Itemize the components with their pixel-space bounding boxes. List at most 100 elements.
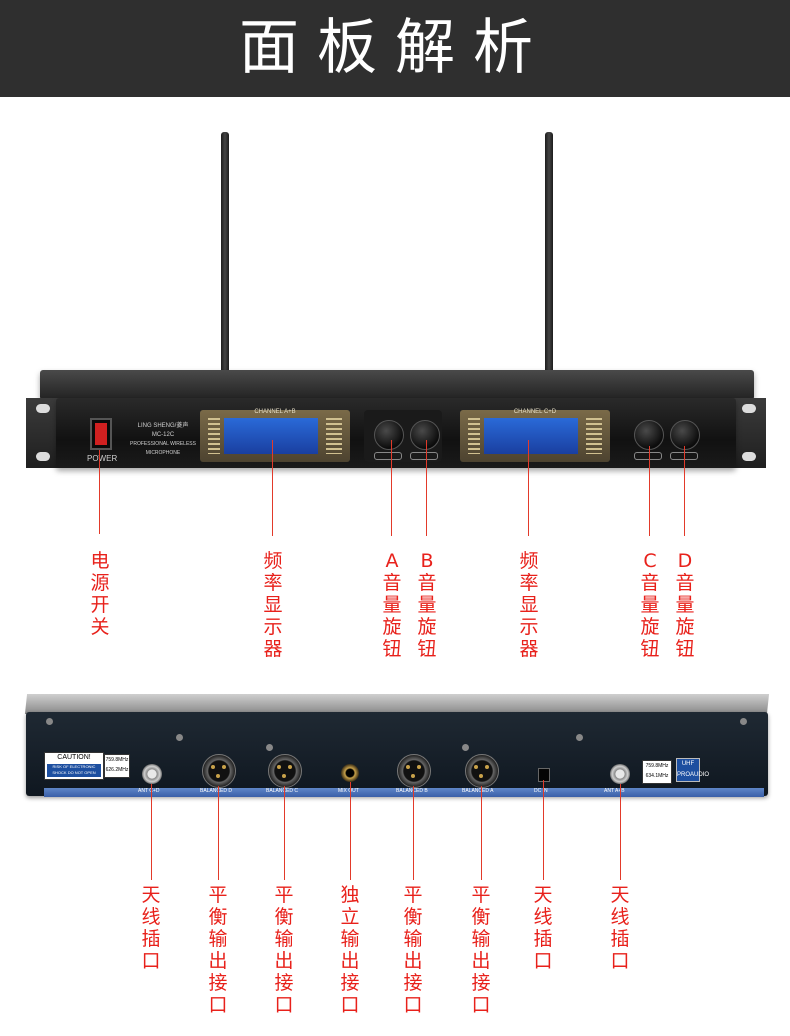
screw — [176, 734, 183, 741]
callout-balanced-a: 平衡输出接口 — [471, 884, 491, 1016]
port-label-bal-c: BALANCED C — [266, 788, 298, 794]
port-label-dc-in: DC IN — [534, 788, 548, 794]
display-cd: CHANNEL C+D — [460, 409, 610, 462]
xlr-pin — [211, 765, 215, 769]
callout-line — [481, 786, 482, 880]
rack-ear-left — [26, 398, 60, 468]
callout-line — [543, 780, 544, 880]
ear-hole — [742, 404, 756, 413]
knob-d — [670, 420, 700, 450]
callout-dc-in: 天线插口 — [533, 884, 553, 972]
callout-line — [272, 440, 273, 536]
callout-knob-b: B音量旋钮 — [417, 550, 437, 660]
xlr-balanced-d — [202, 754, 236, 788]
callout-balanced-b: 平衡输出接口 — [403, 884, 423, 1016]
callout-mix-out: 独立输出接口 — [340, 884, 360, 1016]
antenna-left — [221, 132, 229, 378]
volume-c-label — [634, 452, 662, 460]
power-switch — [90, 418, 112, 450]
callout-line — [620, 784, 621, 880]
level-meter — [468, 418, 480, 454]
level-meter — [586, 418, 602, 454]
ear-hole — [36, 452, 50, 461]
callout-line — [218, 786, 219, 880]
callout-display-ab: 频率显示器 — [263, 550, 283, 660]
knob-b — [410, 420, 440, 450]
ant-ab-connector — [610, 764, 630, 784]
freq-right-1: 759.8MHz — [645, 763, 669, 769]
xlr-pin — [474, 765, 478, 769]
brand-block: LING SHENG/菱声 MC-12C PROFESSIONAL WIRELE… — [128, 422, 198, 458]
callout-line — [99, 450, 100, 534]
display-ab-screen — [224, 418, 318, 454]
xlr-balanced-c — [268, 754, 302, 788]
brand-subtitle: PROFESSIONAL WIRELESS MICROPHONE — [130, 441, 196, 456]
callout-line — [391, 440, 392, 536]
ear-hole — [742, 452, 756, 461]
freq-label-right: 759.8MHz 634.1MHz — [642, 760, 672, 784]
xlr-balanced-b — [397, 754, 431, 788]
xlr-pin — [288, 765, 292, 769]
port-label-mix-out: MIX OUT — [338, 788, 359, 794]
callout-ant-cd: 天线插口 — [141, 884, 161, 972]
callout-line — [426, 440, 427, 536]
port-label-bal-d: BALANCED D — [200, 788, 232, 794]
callout-knob-c: C音量旋钮 — [640, 550, 660, 660]
caution-title: CAUTION! — [57, 754, 91, 761]
callout-line — [284, 786, 285, 880]
xlr-pin — [406, 765, 410, 769]
callout-line — [684, 446, 685, 536]
screw — [740, 718, 747, 725]
callout-knob-a: A音量旋钮 — [382, 550, 402, 660]
screw — [46, 718, 53, 725]
callout-display-cd: 频率显示器 — [519, 550, 539, 660]
xlr-pin — [216, 774, 220, 778]
ear-hole — [36, 404, 50, 413]
caution-text: RISK OF ELECTRONIC SHOCK DO NOT OPEN — [47, 764, 101, 777]
antenna-right — [545, 132, 553, 378]
freq-left-2: 626.2MHz — [105, 767, 129, 773]
uhf-badge: UHF PROAUDIO — [676, 758, 709, 782]
level-meter — [208, 418, 220, 454]
brand-name: LING SHENG/菱声 — [137, 423, 189, 429]
model-name: MC-12C — [151, 432, 175, 438]
mix-out-jack — [341, 764, 359, 782]
callout-line — [413, 786, 414, 880]
display-cd-label: CHANNEL C+D — [513, 409, 557, 415]
callout-line — [649, 446, 650, 536]
xlr-balanced-a — [465, 754, 499, 788]
caution-label: CAUTION! RISK OF ELECTRONIC SHOCK DO NOT… — [44, 752, 104, 780]
volume-a-label — [374, 452, 402, 460]
ant-cd-connector — [142, 764, 162, 784]
xlr-pin — [411, 774, 415, 778]
freq-right-2: 634.1MHz — [645, 773, 669, 779]
knob-well-ab — [364, 410, 442, 462]
screw — [576, 734, 583, 741]
callout-line — [528, 440, 529, 536]
port-label-ant-cd: ANT C+D — [138, 788, 160, 794]
port-label-bal-a: BALANCED A — [462, 788, 494, 794]
display-ab-label: CHANNEL A+B — [254, 409, 296, 415]
screw — [266, 744, 273, 751]
xlr-pin — [417, 765, 421, 769]
front-chassis — [40, 370, 754, 400]
callout-line — [350, 782, 351, 880]
knob-a — [374, 420, 404, 450]
xlr-pin — [282, 774, 286, 778]
page-title: 面板解析 — [239, 13, 551, 83]
display-cd-screen — [484, 418, 578, 454]
screw — [462, 744, 469, 751]
power-rocker — [95, 423, 107, 445]
rack-ear-right — [732, 398, 766, 468]
xlr-pin — [485, 765, 489, 769]
xlr-pin — [222, 765, 226, 769]
port-label-ant-ab: ANT A+B — [604, 788, 625, 794]
callout-ant-ab: 天线插口 — [610, 884, 630, 972]
dc-in-socket — [538, 768, 550, 782]
callout-balanced-c: 平衡输出接口 — [274, 884, 294, 1016]
power-label: POWER — [87, 454, 118, 463]
volume-b-label — [410, 452, 438, 460]
freq-label-left: 759.8MHz 626.2MHz — [104, 754, 130, 778]
port-label-bal-b: BALANCED B — [396, 788, 428, 794]
xlr-pin — [479, 774, 483, 778]
